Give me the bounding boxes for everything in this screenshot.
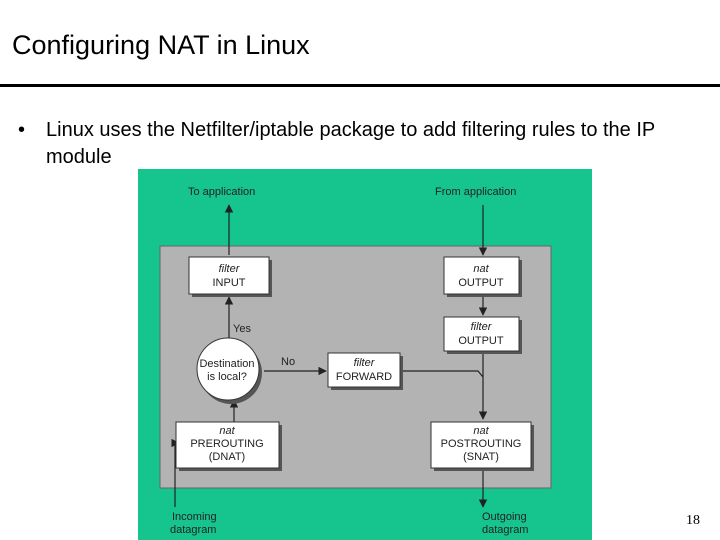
prerouting-line3: (DNAT) (209, 451, 245, 463)
filter-input-box: filter INPUT (188, 256, 272, 297)
incoming-line2: datagram (170, 524, 216, 536)
title-divider (0, 84, 720, 87)
bullet-text: Linux uses the Netfilter/iptable package… (46, 119, 655, 168)
netfilter-flow-svg: To application From application filter I… (159, 186, 552, 536)
page-number: 18 (686, 513, 700, 528)
slide-title: Configuring NAT in Linux (12, 30, 310, 60)
netfilter-diagram: To application From application filter I… (138, 169, 592, 540)
filter-forward-box: filter FORWARD (327, 352, 403, 390)
bullet-marker: • (18, 119, 26, 141)
prerouting-line1: nat (219, 425, 235, 437)
filter-forward-line1: filter (354, 357, 376, 369)
filter-output-box: filter OUTPUT (443, 316, 522, 354)
postrouting-line1: nat (473, 425, 489, 437)
outgoing-line2: datagram (482, 524, 528, 536)
postrouting-line3: (SNAT) (463, 451, 499, 463)
filter-input-line2: INPUT (213, 277, 246, 289)
filter-output-line1: filter (471, 321, 493, 333)
nat-output-box: nat OUTPUT (443, 256, 522, 297)
nat-prerouting-box: nat PREROUTING (DNAT) (175, 421, 282, 471)
no-label: No (281, 356, 295, 368)
filter-forward-line2: FORWARD (336, 371, 392, 383)
destination-local-decision: Destination is local? (196, 337, 262, 404)
arrow-forward-to-postrouting (400, 370, 484, 378)
postrouting-line2: POSTROUTING (441, 438, 522, 450)
nat-output-line2: OUTPUT (458, 277, 504, 289)
from-application-label: From application (435, 186, 516, 198)
incoming-line1: Incoming (172, 511, 217, 523)
filter-output-line2: OUTPUT (458, 335, 504, 347)
filter-input-line1: filter (219, 263, 241, 275)
nat-output-line1: nat (473, 263, 489, 275)
to-application-label: To application (188, 186, 255, 198)
nat-postrouting-box: nat POSTROUTING (SNAT) (430, 421, 534, 471)
decision-line2: is local? (207, 371, 247, 383)
yes-label: Yes (233, 323, 251, 335)
prerouting-line2: PREROUTING (190, 438, 263, 450)
outgoing-line1: Outgoing (482, 511, 527, 523)
decision-line1: Destination (199, 358, 254, 370)
